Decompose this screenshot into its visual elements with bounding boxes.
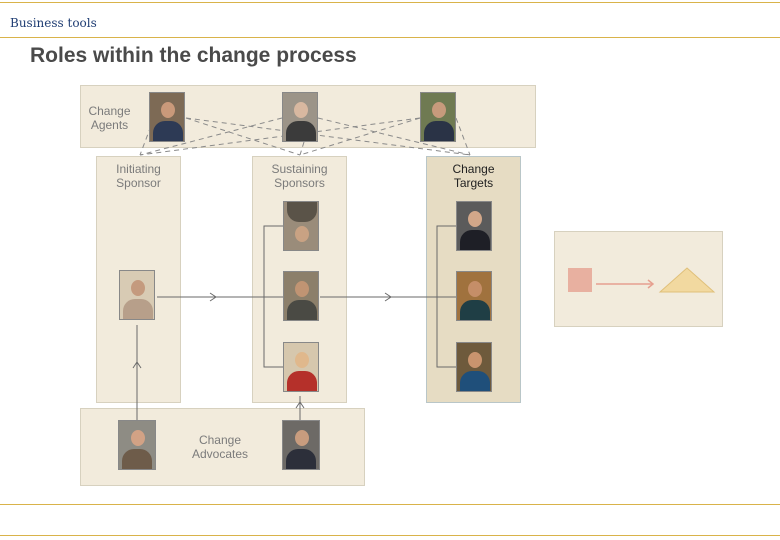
targets-bracket <box>436 225 456 368</box>
sustaining-sponsor-photo <box>283 201 319 251</box>
initiating-sponsor-label: Initiating Sponsor <box>116 162 161 190</box>
change-agent-photo <box>420 92 456 142</box>
arrowhead <box>384 292 392 302</box>
change-target-photo <box>456 342 492 392</box>
thumbnail-arrowhead <box>647 279 655 289</box>
header-label: Business tools <box>10 16 97 30</box>
thumbnail-box <box>568 268 592 292</box>
header-rule <box>0 37 780 38</box>
page-title: Roles within the change process <box>30 44 357 67</box>
arrowhead <box>132 361 142 369</box>
sustaining-sponsor-photo <box>283 342 319 392</box>
sustaining-sponsor-photo <box>283 271 319 321</box>
sustaining-bracket <box>263 225 283 368</box>
agent-dashed-line <box>185 117 301 156</box>
change-advocate-photo <box>118 420 156 470</box>
change-advocate-photo <box>282 420 320 470</box>
agent-dashed-line <box>139 117 421 156</box>
thumbnail-triangle <box>658 267 716 293</box>
arrowhead <box>295 401 305 409</box>
top-rule <box>0 2 780 3</box>
agent-dashed-line <box>139 117 155 156</box>
change-agents-label: Change Agents <box>88 104 131 132</box>
agent-dashed-line <box>299 141 305 156</box>
agent-dashed-line <box>455 117 471 156</box>
arrowhead <box>209 292 217 302</box>
footer-rule <box>0 535 780 536</box>
agent-dashed-line <box>317 117 471 156</box>
initiating-sponsor-photo <box>119 270 155 320</box>
change-advocates-label: Change Advocates <box>191 433 249 461</box>
change-target-photo <box>456 201 492 251</box>
agent-dashed-line <box>139 117 283 156</box>
change-targets-label: Change Targets <box>452 162 495 190</box>
change-target-photo <box>456 271 492 321</box>
bottom-rule <box>0 504 780 505</box>
change-agent-photo <box>282 92 318 142</box>
agent-dashed-line <box>299 117 421 156</box>
agent-dashed-line <box>185 117 471 156</box>
sustaining-sponsors-label: Sustaining Sponsors <box>271 162 328 190</box>
change-agent-photo <box>149 92 185 142</box>
